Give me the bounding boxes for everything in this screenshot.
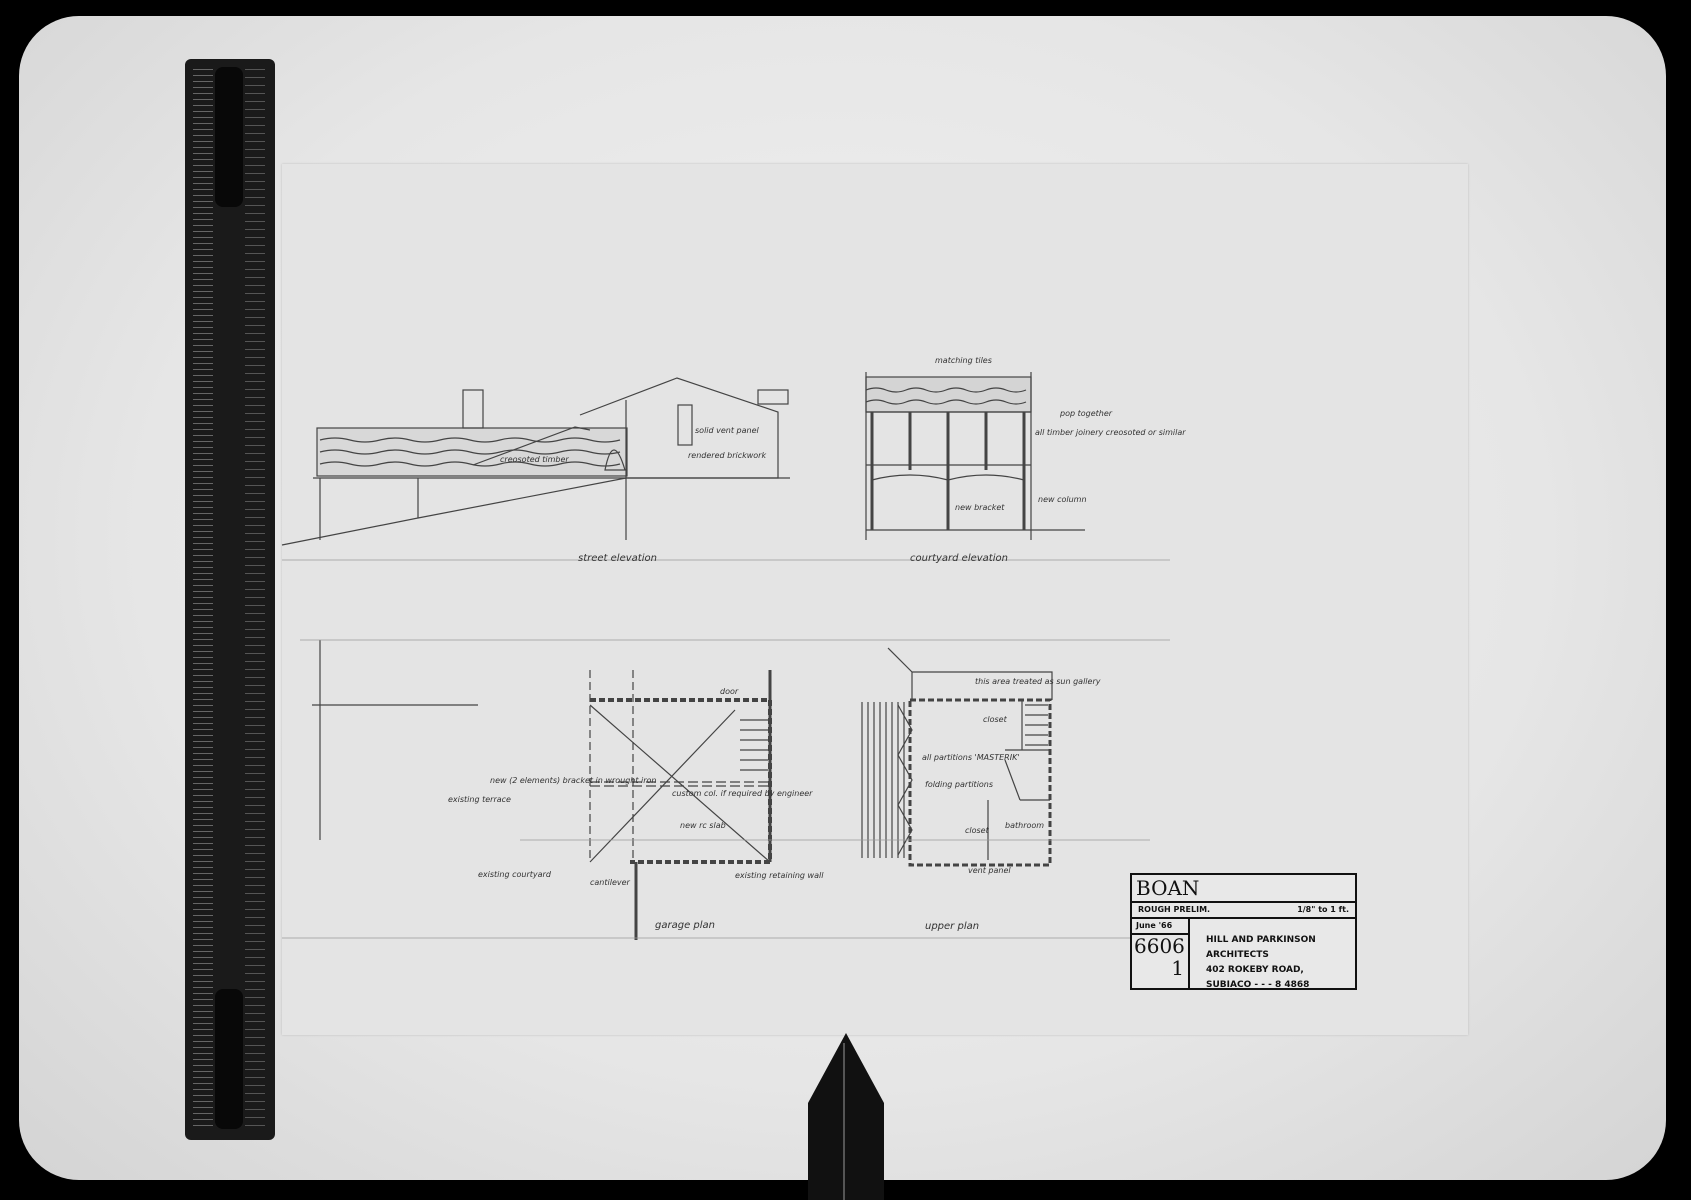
caption-courtyard-elevation: courtyard elevation [910, 553, 1008, 564]
firm-details: HILL AND PARKINSON ARCHITECTS 402 ROKEBY… [1206, 933, 1316, 993]
label-sun-gallery: this area treated as sun gallery [975, 677, 1101, 686]
label-existing-courtyard: existing courtyard [478, 870, 552, 879]
ruler-clip [215, 989, 243, 1129]
firm-address: 402 ROKEBY ROAD, [1206, 965, 1304, 975]
label-folding-partitions: folding partitions [925, 780, 993, 789]
ruler-clip [215, 67, 243, 207]
label-rendered-brickwork: rendered brickwork [688, 451, 766, 460]
label-closet-2: closet [965, 826, 990, 835]
label-bathroom: bathroom [1005, 821, 1044, 830]
courtyard-elevation [865, 372, 1085, 540]
street-elevation [281, 377, 790, 546]
garage-plan [312, 640, 772, 940]
firm-suburb-phone: SUBIACO - - - 8 4868 [1206, 980, 1310, 990]
stage: ROUGH PRELIM. [1138, 905, 1211, 914]
label-closet-1: closet [983, 715, 1008, 724]
stage-scale-row: ROUGH PRELIM. 1/8" to 1 ft. [1132, 903, 1355, 919]
label-matching-tiles: matching tiles [935, 356, 992, 365]
label-vent-panel: vent panel [968, 866, 1011, 875]
label-creosoted-timber: creosoted timber [500, 455, 569, 464]
caption-upper-plan: upper plan [925, 921, 979, 932]
label-custom-col: custom col. if required by engineer [672, 789, 813, 798]
pointer-marker [808, 1033, 884, 1200]
label-new-bracket-wrought-iron: new (2 elements) bracket in wrought iron [490, 776, 657, 785]
label-new-bracket: new bracket [955, 503, 1005, 512]
label-existing-retaining-wall: existing retaining wall [735, 871, 824, 880]
job-info: June '66 6606 1 [1132, 919, 1190, 988]
upper-plan [861, 647, 1053, 867]
scale: 1/8" to 1 ft. [1297, 905, 1349, 914]
date: June '66 [1132, 919, 1188, 935]
label-new-column: new column [1038, 495, 1087, 504]
label-timber-joinery: all timber joinery creosoted or similar [1035, 428, 1186, 437]
label-pop-together: pop together [1059, 409, 1113, 418]
caption-garage-plan: garage plan [655, 920, 715, 931]
label-cantilever: cantilever [590, 878, 631, 887]
label-new-rc-slab: new rc slab [680, 821, 726, 830]
firm-name: HILL AND PARKINSON [1206, 935, 1316, 945]
label-door: door [720, 687, 739, 696]
scale-ruler [185, 59, 275, 1140]
title-block: BOAN ROUGH PRELIM. 1/8" to 1 ft. June '6… [1130, 873, 1357, 990]
label-existing-terrace: existing terrace [448, 795, 511, 804]
client-name: BOAN [1132, 875, 1355, 903]
label-all-partitions: all partitions 'MASTERIK' [922, 753, 1020, 762]
ruler-scale-marks [193, 69, 213, 1129]
ruler-scale-marks [245, 69, 265, 1129]
caption-street-elevation: street elevation [578, 553, 657, 564]
sheet-number: 1 [1171, 956, 1184, 980]
job-number: 6606 [1134, 934, 1185, 958]
firm-type: ARCHITECTS [1206, 950, 1269, 960]
label-solid-vent-panel: solid vent panel [695, 426, 760, 435]
